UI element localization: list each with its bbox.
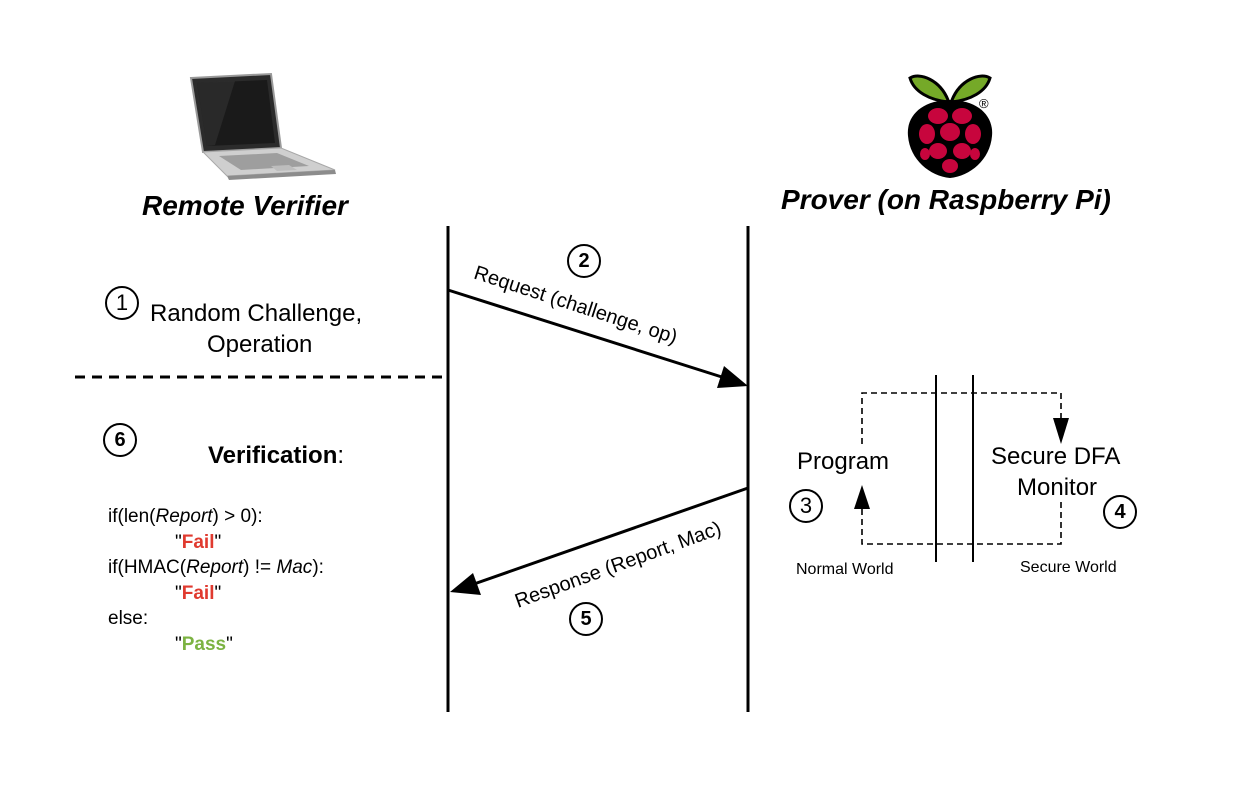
response-arrow — [473, 486, 749, 586]
request-arrow — [447, 288, 726, 380]
step-4-marker: 4 — [1103, 495, 1137, 529]
normal-world-label: Normal World — [796, 561, 894, 578]
step-5-marker: 5 — [569, 602, 603, 636]
verification-title: Verification: — [208, 442, 344, 470]
code-line-6: "Pass" — [175, 633, 233, 655]
response-arrowhead — [450, 573, 481, 595]
verification-title-colon: : — [337, 442, 345, 469]
program-label: Program — [797, 448, 890, 475]
verification-code: if(len(Report) > 0): "Fail" if(HMAC(Repo… — [108, 504, 324, 657]
code-line-3: if(HMAC(Report) != Mac): — [108, 557, 324, 578]
fail-result: Fail — [181, 582, 215, 604]
return-path — [861, 502, 1062, 545]
return-arrowhead — [854, 485, 870, 509]
registered-mark: ® — [979, 96, 989, 111]
call-path — [861, 392, 1062, 444]
code-line-4: "Fail" — [175, 582, 222, 604]
laptop-icon — [189, 72, 336, 180]
challenge-label-line2: Operation — [207, 331, 313, 358]
fail-result: Fail — [181, 531, 215, 553]
call-arrowhead — [1053, 418, 1069, 444]
prover-title: Prover (on Raspberry Pi) — [781, 184, 1111, 215]
raspberry-pi-logo-icon — [907, 74, 993, 178]
step-2-marker: 2 — [567, 244, 601, 278]
secure-world-label: Secure World — [1020, 559, 1117, 576]
pass-result: Pass — [181, 633, 227, 655]
monitor-label-line1: Secure DFA — [991, 443, 1121, 470]
challenge-label-line1: Random Challenge, — [150, 300, 363, 327]
monitor-label-line2: Monitor — [1017, 474, 1098, 501]
code-line-1: if(len(Report) > 0): — [108, 506, 263, 527]
code-line-5: else: — [108, 608, 149, 629]
verifier-title: Remote Verifier — [142, 190, 348, 221]
step-6-marker: 6 — [103, 423, 137, 457]
code-line-2: "Fail" — [175, 531, 222, 553]
step-1-marker: 1 — [105, 286, 139, 320]
verification-title-text: Verification — [208, 442, 338, 469]
request-arrowhead — [717, 366, 748, 388]
step-3-marker: 3 — [789, 489, 823, 523]
